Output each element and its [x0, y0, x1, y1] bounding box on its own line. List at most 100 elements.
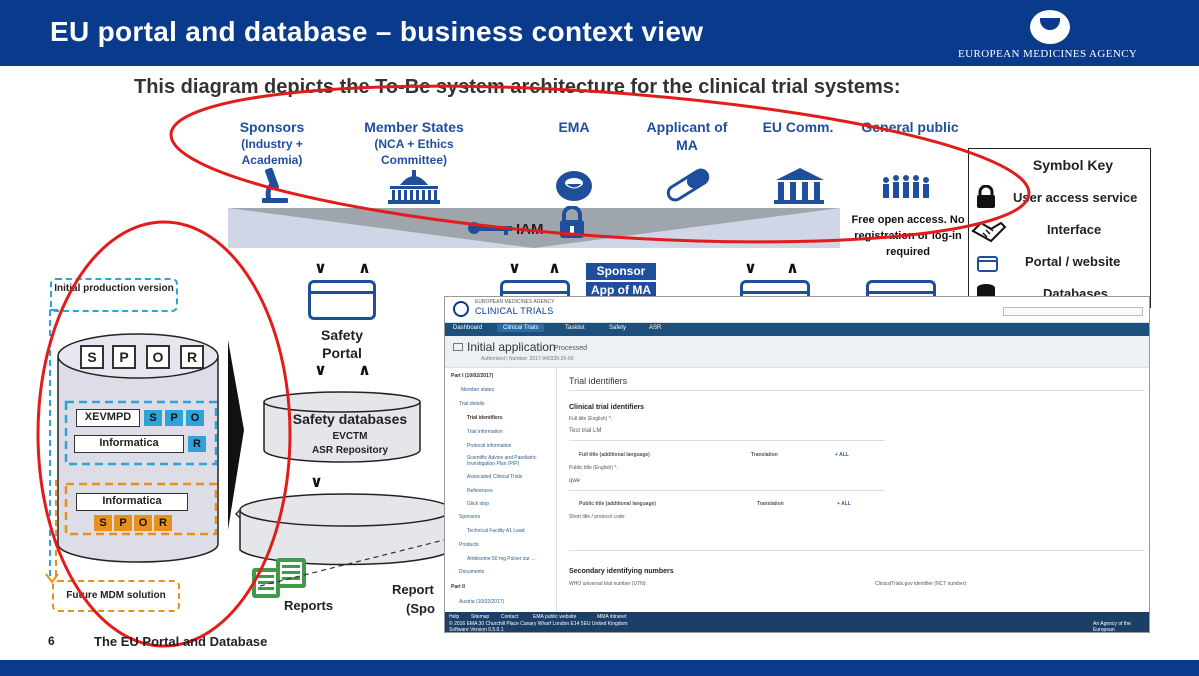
portal-icon	[977, 256, 998, 272]
ct-foot-version: Software Version 0.5.0.1	[449, 627, 504, 633]
ct-add-all-1[interactable]: + ALL	[835, 452, 849, 458]
arrow-down-1: ∨	[314, 260, 327, 277]
iam-label: IAM	[516, 221, 544, 238]
informatica-future-box: Informatica	[76, 493, 188, 511]
ct-side-glick-stop[interactable]: Glick stop	[467, 501, 489, 507]
ct-app-header: EUROPEAN MEDICINES AGENCY CLINICAL TRIAL…	[445, 297, 1149, 323]
ct-side-part1[interactable]: Part I (10/02/2017)	[451, 373, 494, 379]
ct-tab-asr[interactable]: ASR	[649, 325, 662, 331]
arrow-up-4: ∧	[358, 362, 371, 379]
safety-db-title: Safety databases	[292, 411, 408, 427]
spor-o: O	[146, 345, 170, 369]
free-access-note: Free open access. No registration or log…	[851, 214, 965, 258]
parliament-icon	[388, 170, 440, 204]
ct-ema-logo-icon	[453, 301, 469, 317]
spor-orange-s: S	[94, 515, 112, 531]
ct-foot-help[interactable]: Help	[449, 614, 460, 620]
bottom-bar	[0, 660, 1199, 676]
reports-sponsor-label: Report (Spo	[392, 580, 435, 618]
institution-icon	[774, 168, 824, 204]
ema-actor-icon	[556, 171, 592, 201]
ct-app-title: CLINICAL TRIALS	[475, 306, 554, 316]
ct-side-trial-details[interactable]: Trial details	[459, 401, 485, 407]
arrow-down-5: ∨	[310, 474, 323, 491]
safety-db-asr: ASR Repository	[311, 445, 389, 456]
ct-tab-clinical-trials[interactable]: Clinical Trials	[497, 324, 545, 332]
informatica-r: R	[188, 436, 206, 452]
footer-text: The EU Portal and Database	[94, 634, 268, 649]
ct-side-trial-information[interactable]: Trial information	[467, 429, 503, 435]
agency-name: EUROPEAN MEDICINES AGENCY	[958, 48, 1138, 60]
ema-logo-icon	[1030, 10, 1070, 44]
ct-title-bar: Initial application Processed Authorised…	[445, 336, 1149, 368]
ct-foot-contact[interactable]: Contact	[501, 614, 519, 620]
ct-foot-mma-intranet[interactable]: MMA intranet	[597, 614, 627, 620]
safety-portal-icon	[308, 280, 376, 320]
ct-add-all-2[interactable]: + ALL	[837, 501, 851, 507]
ct-side-austria[interactable]: Austria (10/02/2017)	[459, 599, 505, 605]
ct-side-sci-advice[interactable]: Scientific Advice and Paediatric	[467, 455, 537, 461]
ct-side-part2[interactable]: Part II	[451, 584, 465, 590]
ct-side-ambisome[interactable]: Ambisome 50 mg Pulver zur ...	[467, 556, 536, 562]
ct-section-title: Trial identifiers	[569, 376, 628, 386]
sponsor-pill: Sponsor	[586, 263, 656, 280]
arrow-down-3: ∨	[744, 260, 757, 277]
people-icon	[883, 175, 929, 198]
symbol-key-portal: Portal / website	[1025, 254, 1121, 269]
ct-page-title: Initial application	[467, 340, 556, 354]
ct-public-title-additional: Public title (additional language)	[579, 501, 656, 507]
ct-full-title-additional: Full title (additional language)	[579, 452, 650, 458]
ct-divider	[569, 440, 885, 441]
spor-r: R	[180, 345, 204, 369]
ct-side-documents[interactable]: Documents	[459, 569, 485, 575]
key-icon	[468, 222, 512, 235]
ct-side-pip[interactable]: Investigation Plan (PIP)	[467, 461, 520, 467]
ct-main: Trial identifiers Clinical trial identif…	[559, 368, 1149, 612]
ct-side-associated[interactable]: Associated Clinical Trials	[467, 474, 523, 480]
ct-tab-safety[interactable]: Safety	[609, 325, 627, 331]
ct-public-title-value[interactable]: qwe	[569, 478, 581, 484]
spor-orange-p: P	[114, 515, 132, 531]
ct-foot-sitemap[interactable]: Sitemap	[471, 614, 490, 620]
arrow-down-4: ∨	[314, 362, 327, 379]
ct-identifiers-heading: Clinical trial identifiers	[569, 404, 645, 411]
folder-icon	[453, 343, 463, 351]
arrow-down-2: ∨	[508, 260, 521, 277]
ct-search-input[interactable]	[1003, 307, 1143, 316]
ct-side-trial-identifiers[interactable]: Trial identifiers	[467, 415, 503, 421]
ct-full-title-label: Full title (English) *:	[569, 416, 613, 422]
symbol-key-title: Symbol Key	[1032, 157, 1114, 173]
capsule-icon	[666, 168, 710, 202]
ct-who-label: WHO universal trial number (UTN):	[569, 581, 647, 587]
ct-side-member-states[interactable]: Member states	[461, 387, 495, 393]
header-bar	[0, 0, 1199, 66]
future-mdm-box: Future MDM solution	[52, 580, 180, 612]
reports-sponsor-line1: Report	[392, 582, 434, 597]
ct-sidebar: Part I (10/02/2017) Member states Trial …	[445, 368, 557, 612]
app-of-ma-pill: App of MA	[586, 282, 656, 299]
symbol-key-interface: Interface	[1047, 222, 1102, 237]
safety-portal-line2: Portal	[322, 345, 362, 361]
ct-side-sponsors[interactable]: Sponsors	[459, 514, 481, 520]
spor-orange-o: O	[134, 515, 152, 531]
safety-portal-label: Safety Portal	[306, 326, 378, 362]
ct-full-title-value[interactable]: Test trial LM	[569, 428, 602, 434]
ct-tab-dashboard[interactable]: Dashboard	[453, 325, 483, 331]
informatica-box: Informatica	[74, 435, 184, 453]
xevmpd-o: O	[186, 410, 204, 426]
ct-side-references[interactable]: References	[467, 488, 493, 494]
reports-icon	[252, 558, 306, 598]
xevmpd-s: S	[144, 410, 162, 426]
ct-tab-tasklist[interactable]: Tasklist	[565, 325, 585, 331]
ct-public-title-label: Public title (English) *:	[569, 465, 618, 471]
ct-side-products[interactable]: Products	[459, 542, 479, 548]
lock-icon	[977, 185, 995, 208]
ct-translation-2: Translation	[757, 501, 784, 507]
ct-foot-ema-site[interactable]: EMA public website	[533, 614, 577, 620]
ct-side-technical-facility[interactable]: Technical Facility A1 Lead	[467, 528, 525, 534]
ct-side-protocol[interactable]: Protocol information	[467, 443, 512, 449]
spor-orange-r: R	[154, 515, 172, 531]
ct-secondary-heading: Secondary identifying numbers	[569, 568, 674, 575]
clinical-trials-screenshot: EUROPEAN MEDICINES AGENCY CLINICAL TRIAL…	[444, 296, 1150, 633]
ct-divider	[569, 390, 1145, 391]
